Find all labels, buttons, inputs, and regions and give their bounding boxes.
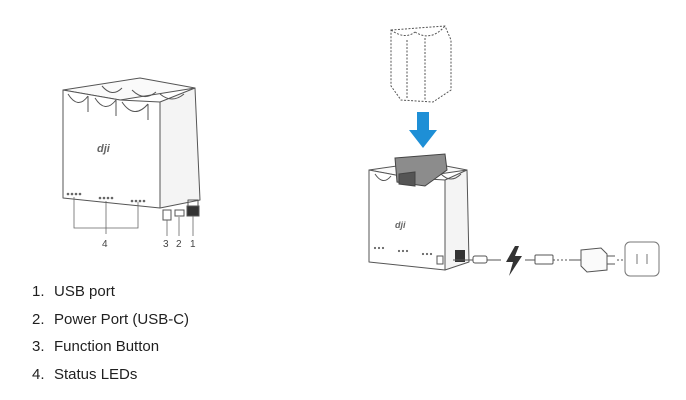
legend-item: 4. Status LEDs [32, 361, 189, 389]
parts-legend: 1. USB port 2. Power Port (USB-C) 3. Fun… [32, 278, 189, 388]
function-button [162, 209, 172, 221]
legend-label: Power Port (USB-C) [54, 310, 190, 328]
dji-logo-small: dji [395, 220, 406, 230]
legend-label: Function Button [54, 338, 160, 355]
legend-item: 2. Power Port (USB-C) [32, 306, 189, 334]
callout-4: 4 [102, 239, 108, 250]
callout-3: 3 [163, 239, 169, 250]
wall-outlet [624, 241, 660, 277]
legend-number: 2. [32, 310, 45, 328]
legend-number: 4. [32, 365, 45, 383]
usb-a-plug [534, 254, 554, 265]
power-adapter [580, 247, 608, 273]
legend-label: USB port [54, 283, 115, 300]
legend-item: 1. USB port [32, 278, 189, 306]
usb-c-port [174, 209, 185, 217]
legend-label: Status LEDs [54, 365, 138, 383]
charging-hub-diagram: dji 4 3 2 1 [62, 77, 201, 250]
legend-item: 3. Function Button [32, 333, 189, 361]
lightning-icon [506, 246, 522, 276]
usb-c-plug [472, 255, 488, 264]
insert-arrow-icon [409, 112, 437, 148]
callout-1: 1 [190, 239, 196, 250]
usb-port [186, 205, 200, 217]
dji-logo: dji [97, 143, 111, 155]
legend-number: 1. [32, 283, 45, 300]
callout-2: 2 [176, 239, 182, 250]
legend-number: 3. [32, 338, 45, 355]
charging-setup-diagram: dji [368, 25, 660, 277]
